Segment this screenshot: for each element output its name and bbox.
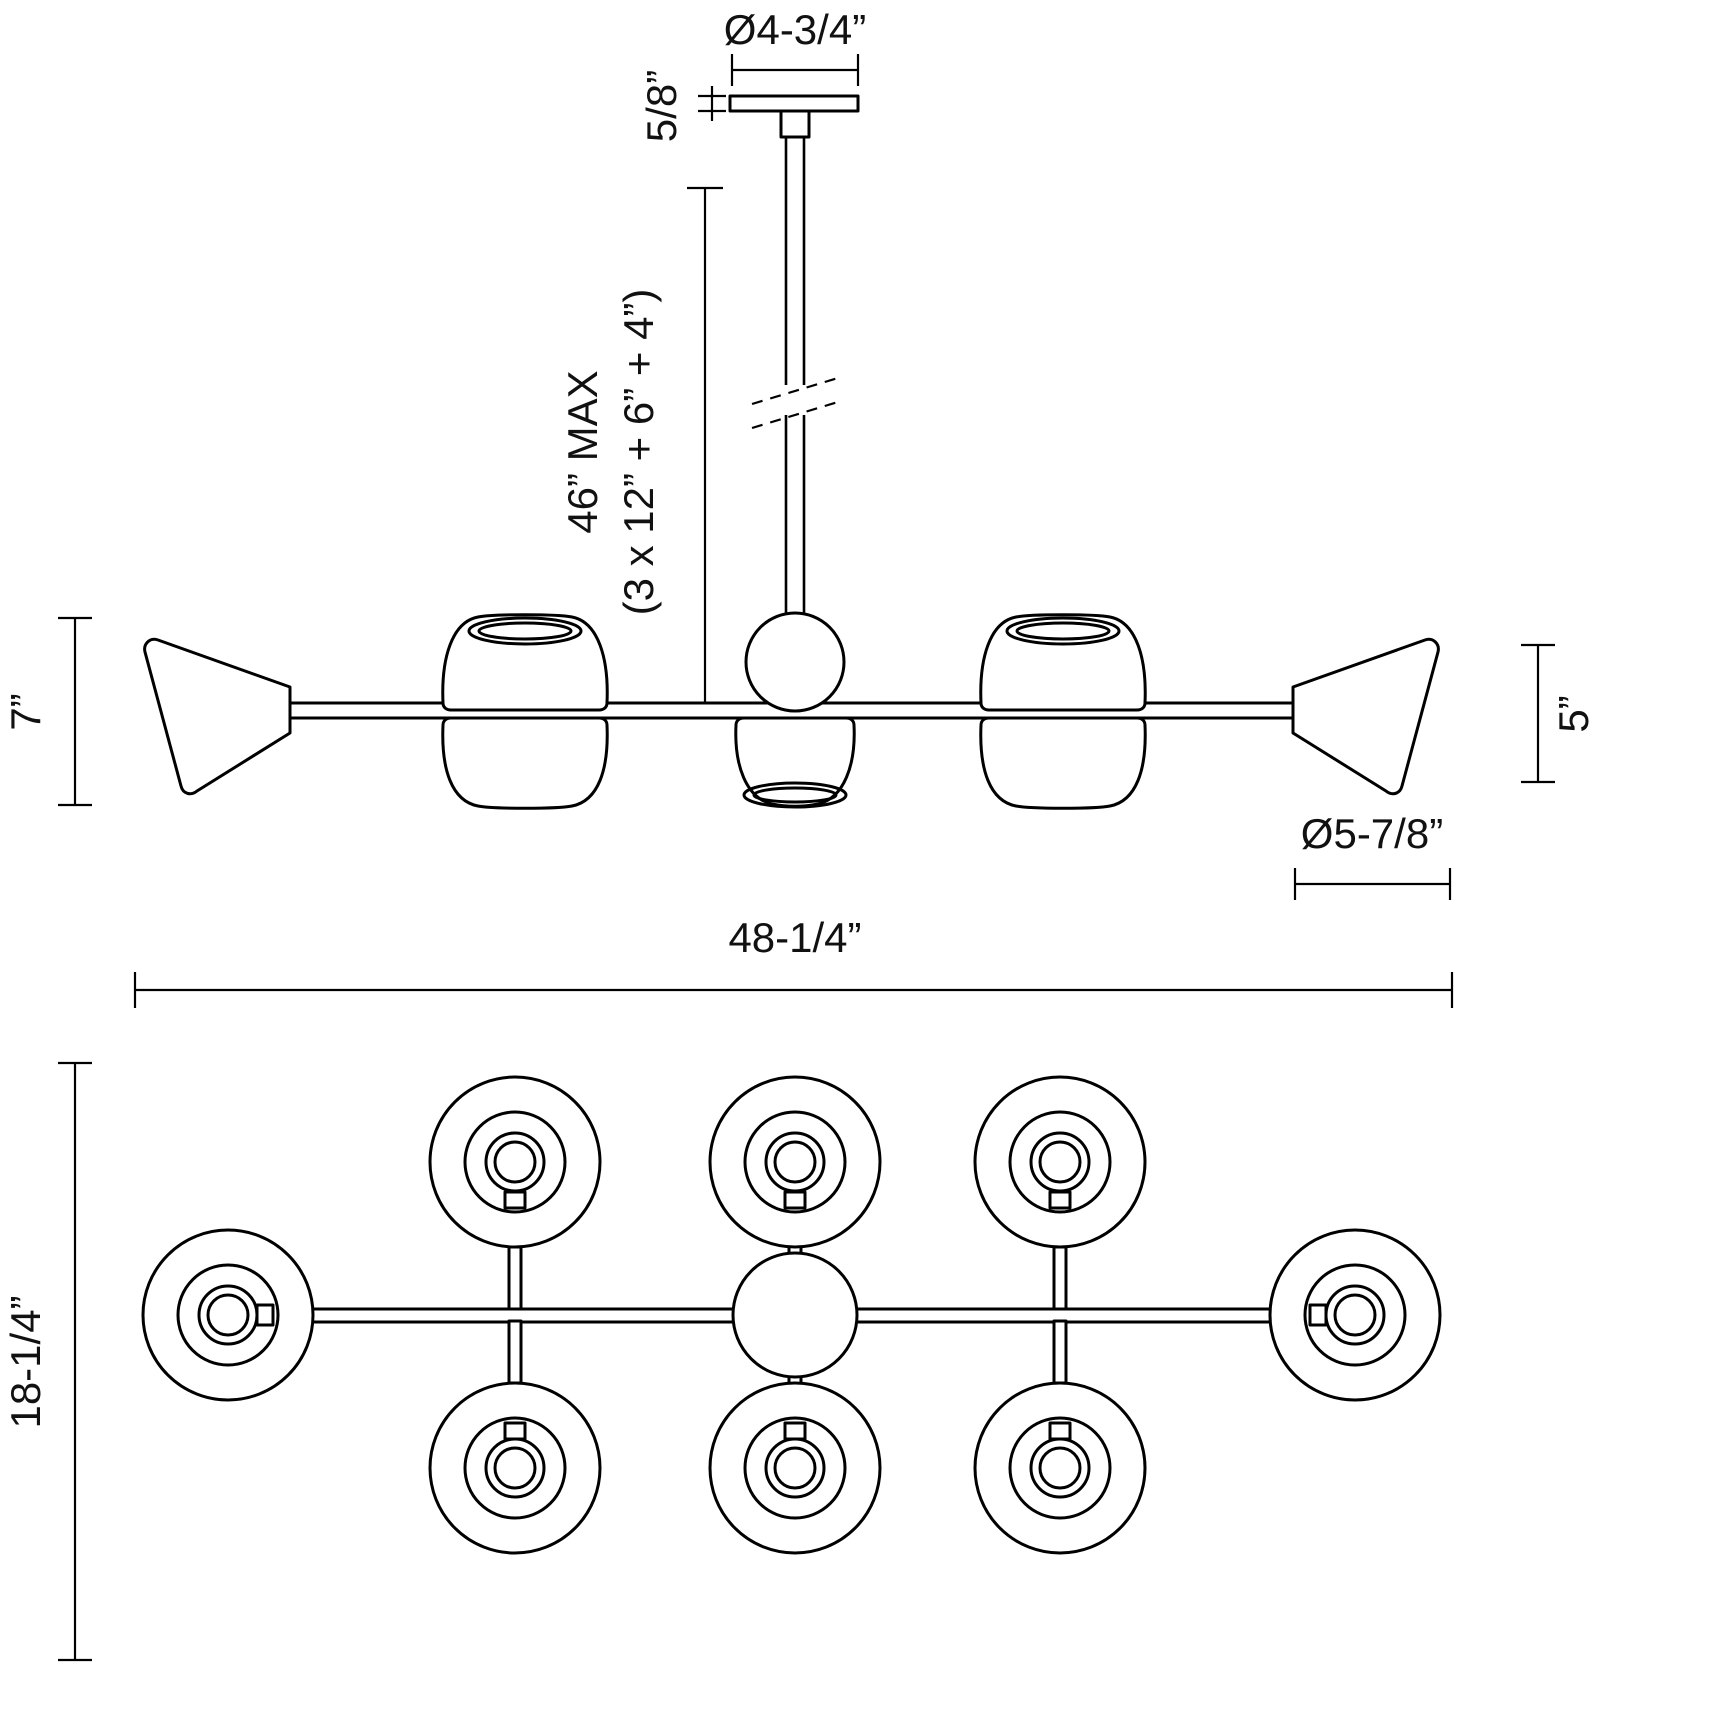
dim-line-rod-length	[687, 186, 723, 706]
plan-globe-top-center	[708, 1075, 882, 1249]
dim-line-canopy-height	[698, 86, 726, 121]
elevation-view: Ø4-3/4” 5/8” 46” MAX	[2, 6, 1597, 1008]
upper-globe-left	[441, 613, 609, 712]
right-cone-shade	[1291, 637, 1440, 796]
canopy-stem	[779, 109, 811, 139]
plan-globe-right-end	[1268, 1228, 1442, 1402]
dim-canopy-height: 5/8”	[638, 70, 685, 142]
dim-end-shade-height: 5”	[1550, 695, 1597, 732]
dim-line-overall-width	[133, 972, 1454, 1008]
dim-rod-formula: (3 x 12” + 6” + 4”)	[615, 289, 662, 616]
rod-break-mark	[751, 376, 839, 406]
dim-line-canopy-diameter	[730, 54, 860, 86]
canopy-plate	[728, 94, 860, 113]
plan-globe-left-end	[141, 1228, 315, 1402]
plan-view: 18-1/4”	[2, 1061, 1442, 1662]
lower-globe-right	[979, 716, 1147, 810]
plan-globe-bottom-left	[428, 1381, 602, 1555]
lower-globe-left	[441, 716, 609, 810]
dim-overall-depth: 18-1/4”	[2, 1295, 49, 1428]
center-lower-globe	[734, 716, 856, 809]
dim-rod-max: 46” MAX	[559, 370, 606, 533]
dim-overall-width: 48-1/4”	[728, 914, 861, 961]
center-sphere	[744, 611, 846, 713]
plan-globe-top-right	[973, 1075, 1147, 1249]
dim-line-end-shade-diameter	[1293, 868, 1452, 900]
dim-line-end-shade-height	[1521, 643, 1555, 784]
left-cone-shade	[143, 637, 292, 796]
plan-globe-top-left	[428, 1075, 602, 1249]
dim-end-shade-diameter: Ø5-7/8”	[1301, 810, 1443, 857]
rod-break-mark	[751, 400, 839, 430]
plan-globe-bottom-right	[973, 1381, 1147, 1555]
dim-fixture-height: 7”	[2, 693, 49, 730]
upper-globe-right	[979, 613, 1147, 712]
plan-globe-bottom-center	[708, 1381, 882, 1555]
plan-center-hub	[731, 1251, 859, 1379]
dim-canopy-diameter: Ø4-3/4”	[724, 6, 866, 53]
dim-line-overall-depth	[58, 1061, 92, 1662]
dim-line-fixture-height	[58, 616, 92, 807]
